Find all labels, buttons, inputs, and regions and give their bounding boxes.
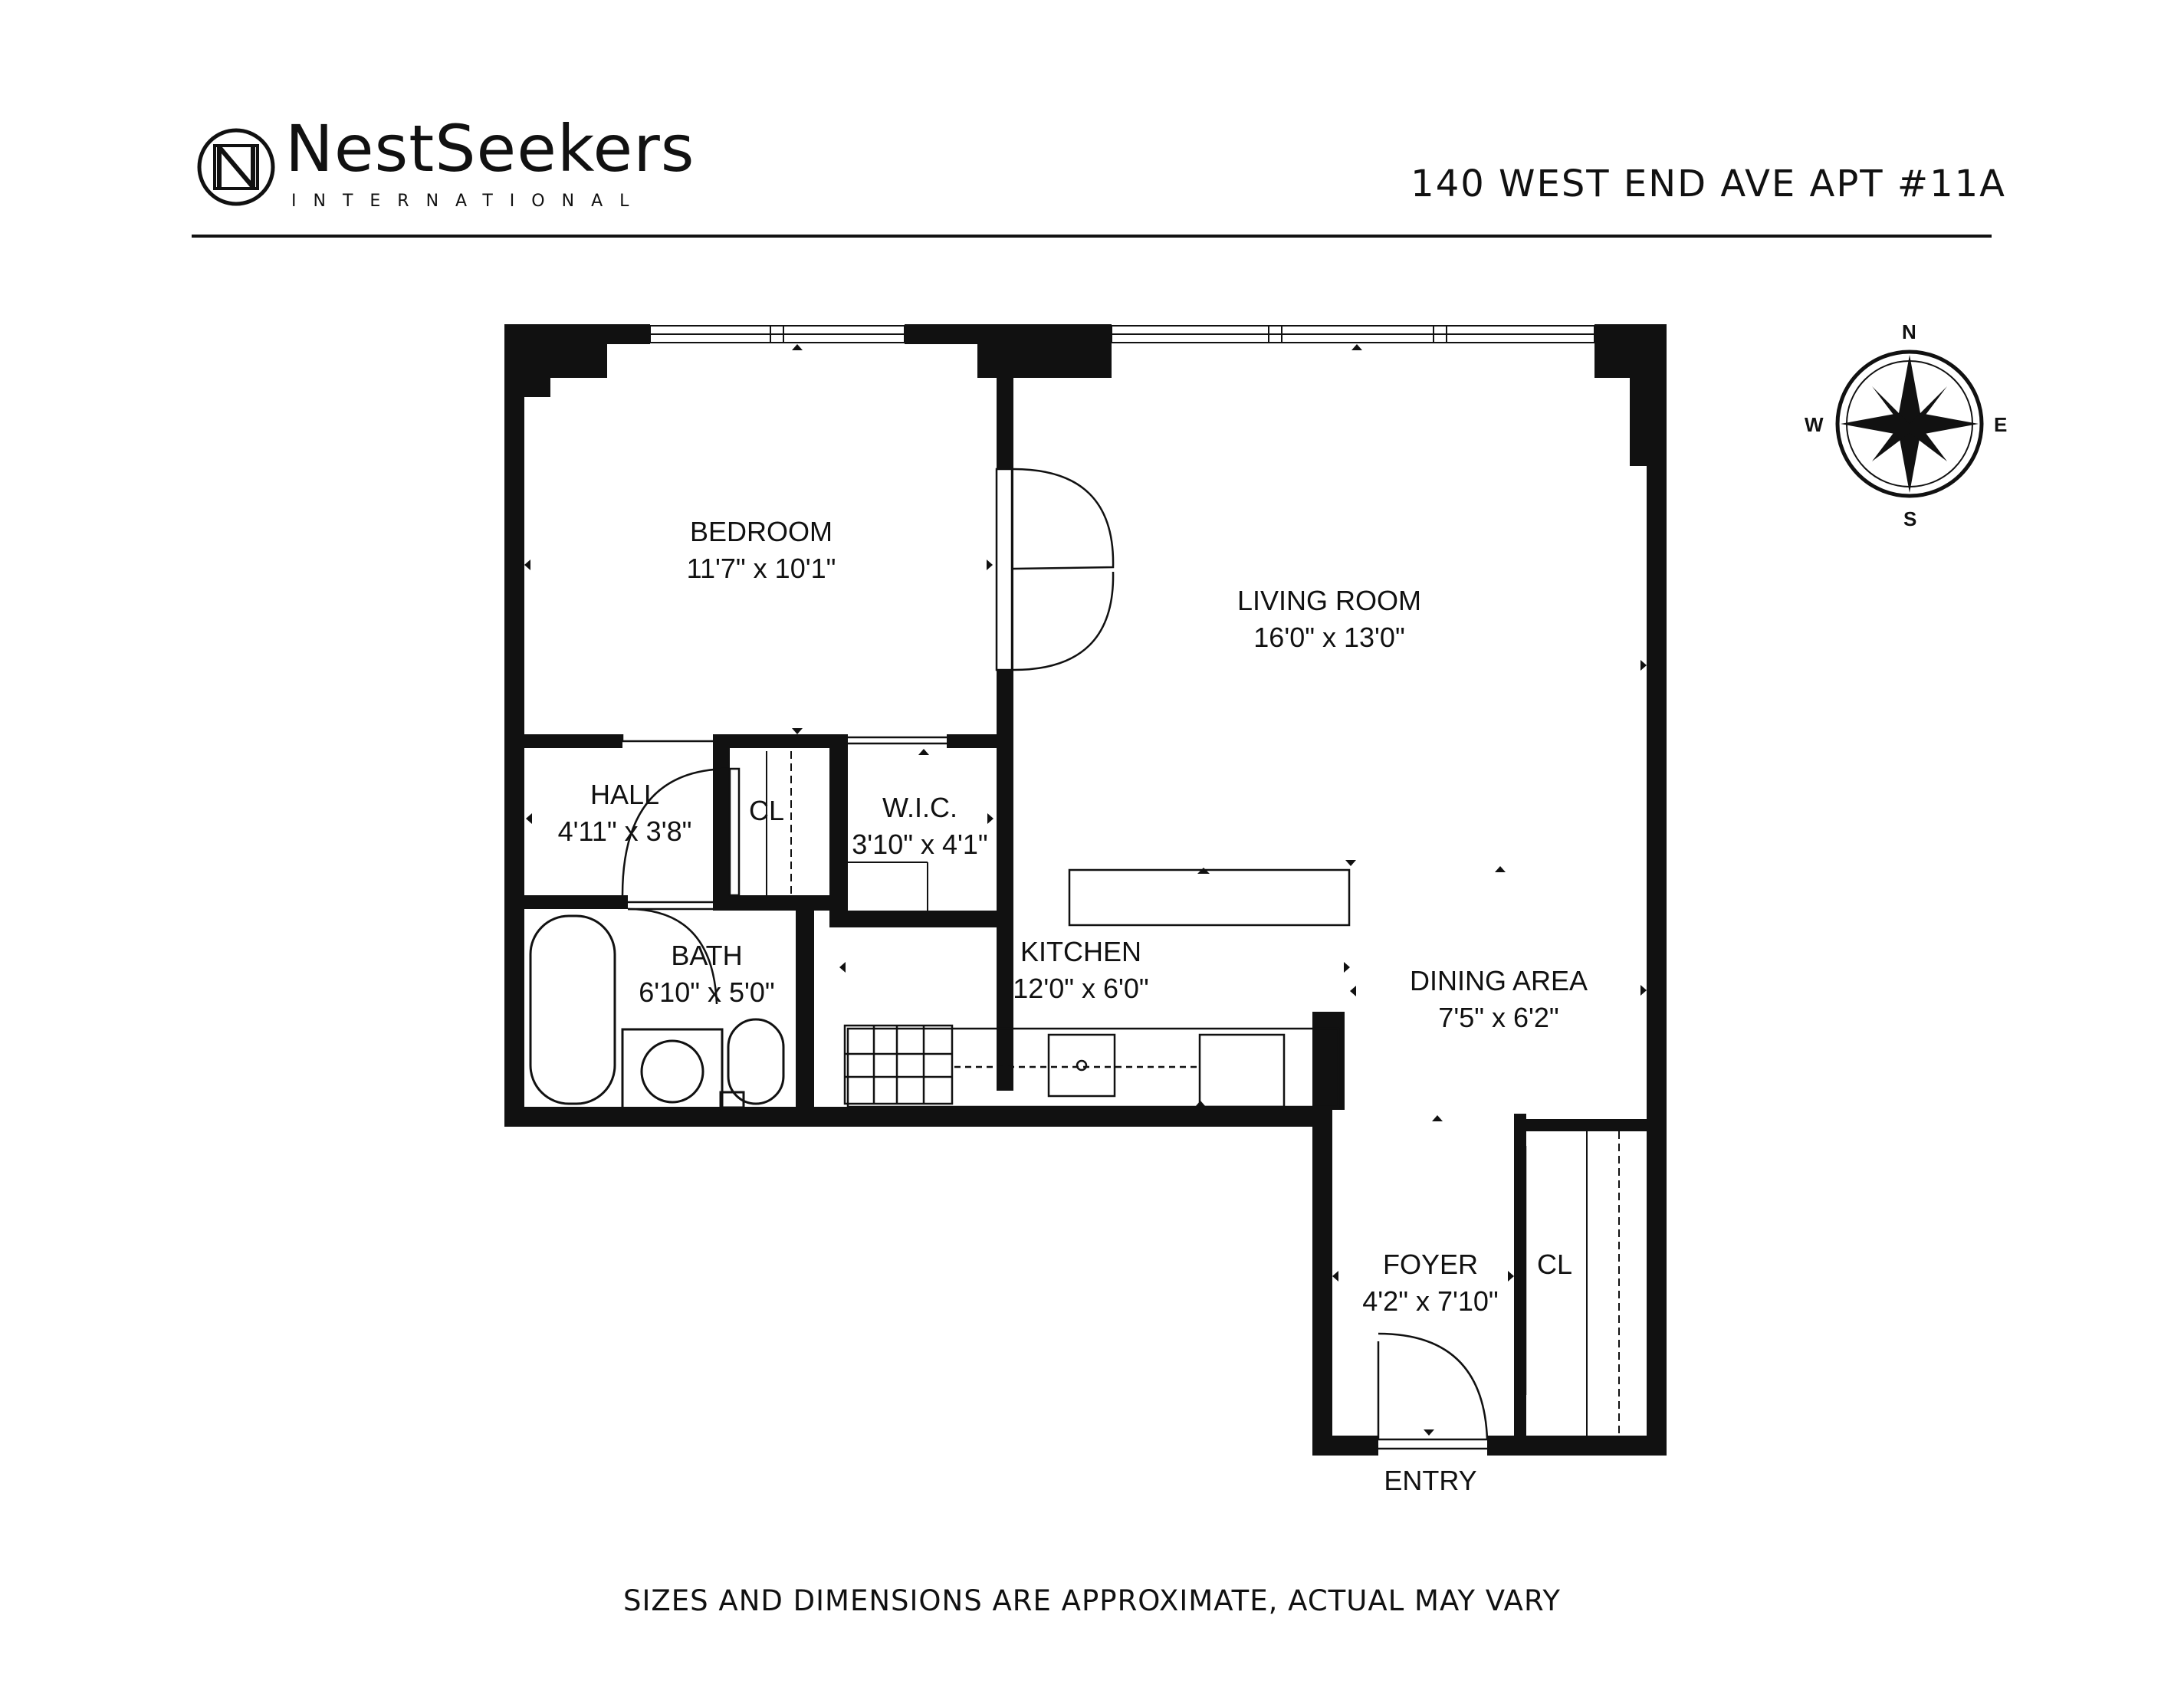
disclaimer: SIZES AND DIMENSIONS ARE APPROXIMATE, AC… [623, 1584, 1561, 1617]
bath-fixtures [529, 914, 785, 1115]
room-bedroom: BEDROOM 11'7" x 10'1" [687, 514, 836, 587]
property-address: 140 WEST END AVE APT #11A [1411, 162, 2006, 205]
room-name: BATH [671, 940, 743, 971]
room-bath: BATH 6'10" x 5'0" [639, 937, 774, 1011]
compass-rose-icon [1835, 350, 1984, 498]
room-kitchen: KITCHEN 12'0" x 6'0" [1013, 934, 1148, 1007]
room-dimensions: 11'7" x 10'1" [686, 553, 836, 584]
windows [649, 325, 1595, 343]
room-dimensions: 16'0" x 13'0" [1253, 622, 1405, 653]
room-name: W.I.C. [882, 792, 957, 823]
room-entry: ENTRY [1384, 1462, 1476, 1499]
room-wic: W.I.C. 3'10" x 4'1" [852, 789, 987, 863]
room-foyer: FOYER 4'2" x 7'10" [1362, 1246, 1498, 1320]
room-name: CL [1536, 1249, 1573, 1280]
compass-north: N [1902, 320, 1916, 343]
room-living-room: LIVING ROOM 16'0" x 13'0" [1237, 583, 1421, 656]
room-closet-hall: CL [749, 793, 784, 829]
compass-east: E [1994, 413, 2008, 436]
kitchen-counter [843, 1024, 1340, 1108]
room-dimensions: 12'0" x 6'0" [1013, 973, 1149, 1004]
room-name: KITCHEN [1020, 936, 1142, 967]
room-name: BEDROOM [689, 516, 833, 547]
breakfast-bar [1068, 868, 1351, 927]
room-dimensions: 7'5" x 6'2" [1438, 1002, 1559, 1033]
circle-n-icon [197, 128, 275, 206]
room-name: DINING AREA [1409, 965, 1588, 996]
room-hall: HALL 4'11" x 3'8" [558, 776, 692, 850]
room-dimensions: 4'11" x 3'8" [557, 816, 692, 847]
room-dimensions: 6'10" x 5'0" [639, 976, 775, 1008]
room-name: CL [748, 795, 785, 826]
compass-west: W [1805, 413, 1824, 436]
room-closet-foyer: CL [1537, 1246, 1572, 1283]
brand-name: NestSeekers [285, 111, 695, 186]
brand-subtitle: INTERNATIONAL [291, 192, 646, 211]
exterior-walls [504, 324, 1667, 1456]
room-name: LIVING ROOM [1237, 585, 1422, 616]
dimension-markers [524, 344, 1647, 1436]
doors [621, 468, 1527, 1450]
room-name: FOYER [1382, 1249, 1479, 1280]
room-dimensions: 3'10" x 4'1" [852, 829, 988, 860]
room-name: HALL [590, 779, 660, 810]
interior-walls [524, 734, 1647, 1443]
compass-south: S [1903, 507, 1917, 530]
room-dimensions: 4'2" x 7'10" [1362, 1285, 1499, 1317]
header-divider [192, 235, 1992, 238]
closet-shelves [766, 751, 1620, 1436]
room-dining-area: DINING AREA 7'5" x 6'2" [1410, 963, 1588, 1036]
room-name: ENTRY [1384, 1465, 1477, 1496]
